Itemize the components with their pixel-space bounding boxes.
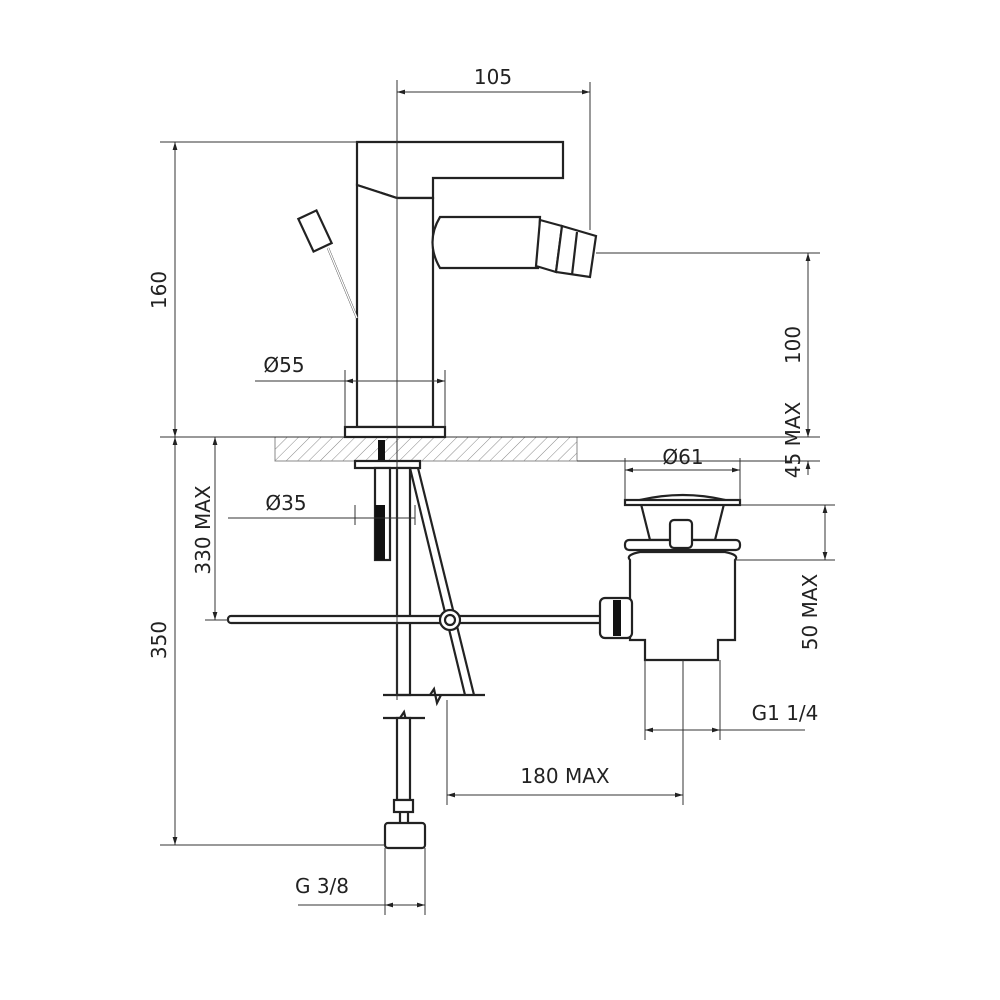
dim-rod-depth: 330 MAX bbox=[191, 485, 215, 574]
dim-total-height: 160 bbox=[147, 271, 171, 309]
dim-waste-height: 50 MAX bbox=[798, 573, 822, 650]
pop-up-waste bbox=[598, 493, 742, 662]
dimension-lines bbox=[160, 80, 835, 915]
dim-waste-diameter: Ø61 bbox=[662, 445, 703, 469]
dim-base-diameter: Ø55 bbox=[263, 353, 304, 377]
dim-hose-length: 350 bbox=[147, 621, 171, 659]
dim-shank-diameter: Ø35 bbox=[265, 491, 306, 515]
dim-inlet-thread: G 3/8 bbox=[295, 874, 349, 898]
dim-spout-height: 100 bbox=[781, 326, 805, 364]
dim-spout-reach: 105 bbox=[474, 65, 512, 89]
dim-rod-reach: 180 MAX bbox=[520, 764, 609, 788]
mixer-body bbox=[343, 140, 598, 439]
dim-deck-thickness: 45 MAX bbox=[781, 401, 805, 478]
dim-waste-thread: G1 1/4 bbox=[752, 701, 819, 725]
lever-handle bbox=[296, 208, 359, 319]
deck-surface bbox=[160, 436, 820, 462]
